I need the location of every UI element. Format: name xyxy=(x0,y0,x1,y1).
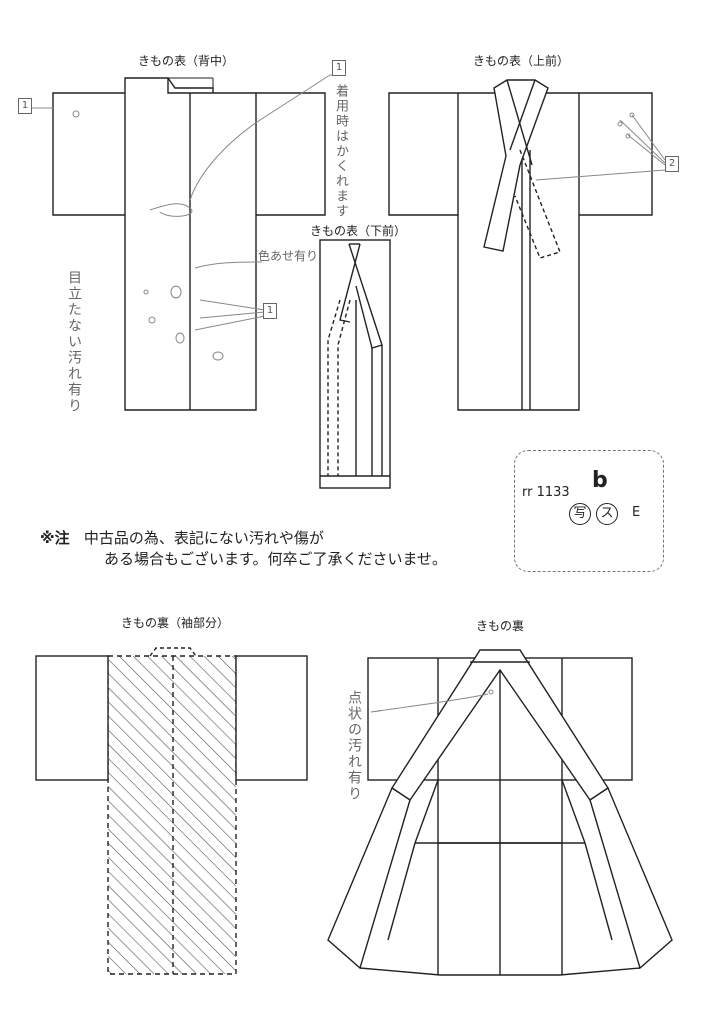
tag-marker: 1 xyxy=(332,60,346,76)
label-omote-uwamae: きもの表（上前） xyxy=(473,54,570,68)
kimono-lining-diagram xyxy=(327,649,673,976)
tag-marker: 1 xyxy=(263,303,277,319)
notice-block: ※注 中古品の為、表記にない汚れや傷が ある場合もございます。何卒ご了承ください… xyxy=(40,528,447,570)
item-code-box xyxy=(514,450,664,572)
handwritten-stain-note-lining: 点状の汚れ有り xyxy=(346,690,362,802)
handwritten-stain-note-back: 目立たない汚れ有り xyxy=(66,270,82,414)
kimono-front-lower-diagram xyxy=(319,239,391,489)
handwritten-fade-note: 色あせ有り xyxy=(258,249,319,263)
item-code-letter: b xyxy=(592,468,608,493)
tag-marker: 2 xyxy=(665,156,679,172)
tag-marker: 1 xyxy=(18,98,32,114)
kimono-front-upper-diagram xyxy=(388,79,653,411)
stamp-su: ス xyxy=(596,503,618,525)
label-ura-sode: きもの裏（袖部分） xyxy=(121,616,230,630)
stamp-photo: 写 xyxy=(569,503,591,525)
kimono-lining-sleeve-diagram xyxy=(35,647,308,975)
item-code: rr 1133 xyxy=(522,485,570,500)
item-code-suffix: E xyxy=(632,505,641,520)
notice-line-2: ある場合もございます。何卒ご了承くださいませ。 xyxy=(104,550,448,568)
handwritten-wear-note: 着用時はかくれます xyxy=(333,84,348,219)
label-omote-shitamae: きもの表（下前） xyxy=(310,224,407,238)
kimono-back-diagram xyxy=(52,77,326,411)
notice-mark: ※注 xyxy=(40,529,70,547)
label-ura: きもの裏 xyxy=(476,619,525,633)
notice-line-1: 中古品の為、表記にない汚れや傷が xyxy=(83,529,324,547)
label-omote-senaka: きもの表（背中） xyxy=(138,54,235,68)
stain-markings xyxy=(32,74,666,713)
